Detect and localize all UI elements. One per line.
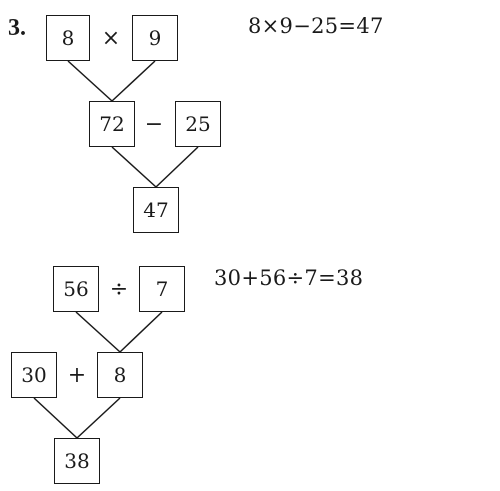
subtract-operator: − — [144, 112, 164, 137]
intermediate-box-8: 8 — [97, 352, 143, 398]
problem-number: 3. — [8, 15, 26, 41]
operand-box-7: 7 — [139, 266, 185, 312]
operand-box-9: 9 — [132, 15, 178, 61]
result-box-47: 47 — [133, 187, 179, 233]
connector-line — [33, 397, 78, 439]
operand-box-25: 25 — [175, 101, 221, 147]
equation-2: 30+56÷7=38 — [214, 266, 364, 290]
connector-line — [111, 146, 157, 188]
result-box-38: 38 — [54, 438, 100, 484]
intermediate-box-72: 72 — [89, 101, 135, 147]
multiply-operator: × — [101, 26, 121, 51]
connector-line — [111, 60, 156, 102]
operand-box-8: 8 — [46, 15, 90, 61]
connector-line — [67, 60, 113, 102]
add-operator: + — [67, 363, 87, 388]
connector-line — [76, 397, 121, 439]
divide-operator: ÷ — [109, 277, 129, 302]
equation-1: 8×9−25=47 — [248, 14, 384, 38]
connector-line — [75, 311, 121, 353]
operand-box-56: 56 — [53, 266, 99, 312]
connector-line — [155, 146, 199, 188]
connector-line — [119, 311, 163, 353]
operand-box-30: 30 — [11, 352, 57, 398]
